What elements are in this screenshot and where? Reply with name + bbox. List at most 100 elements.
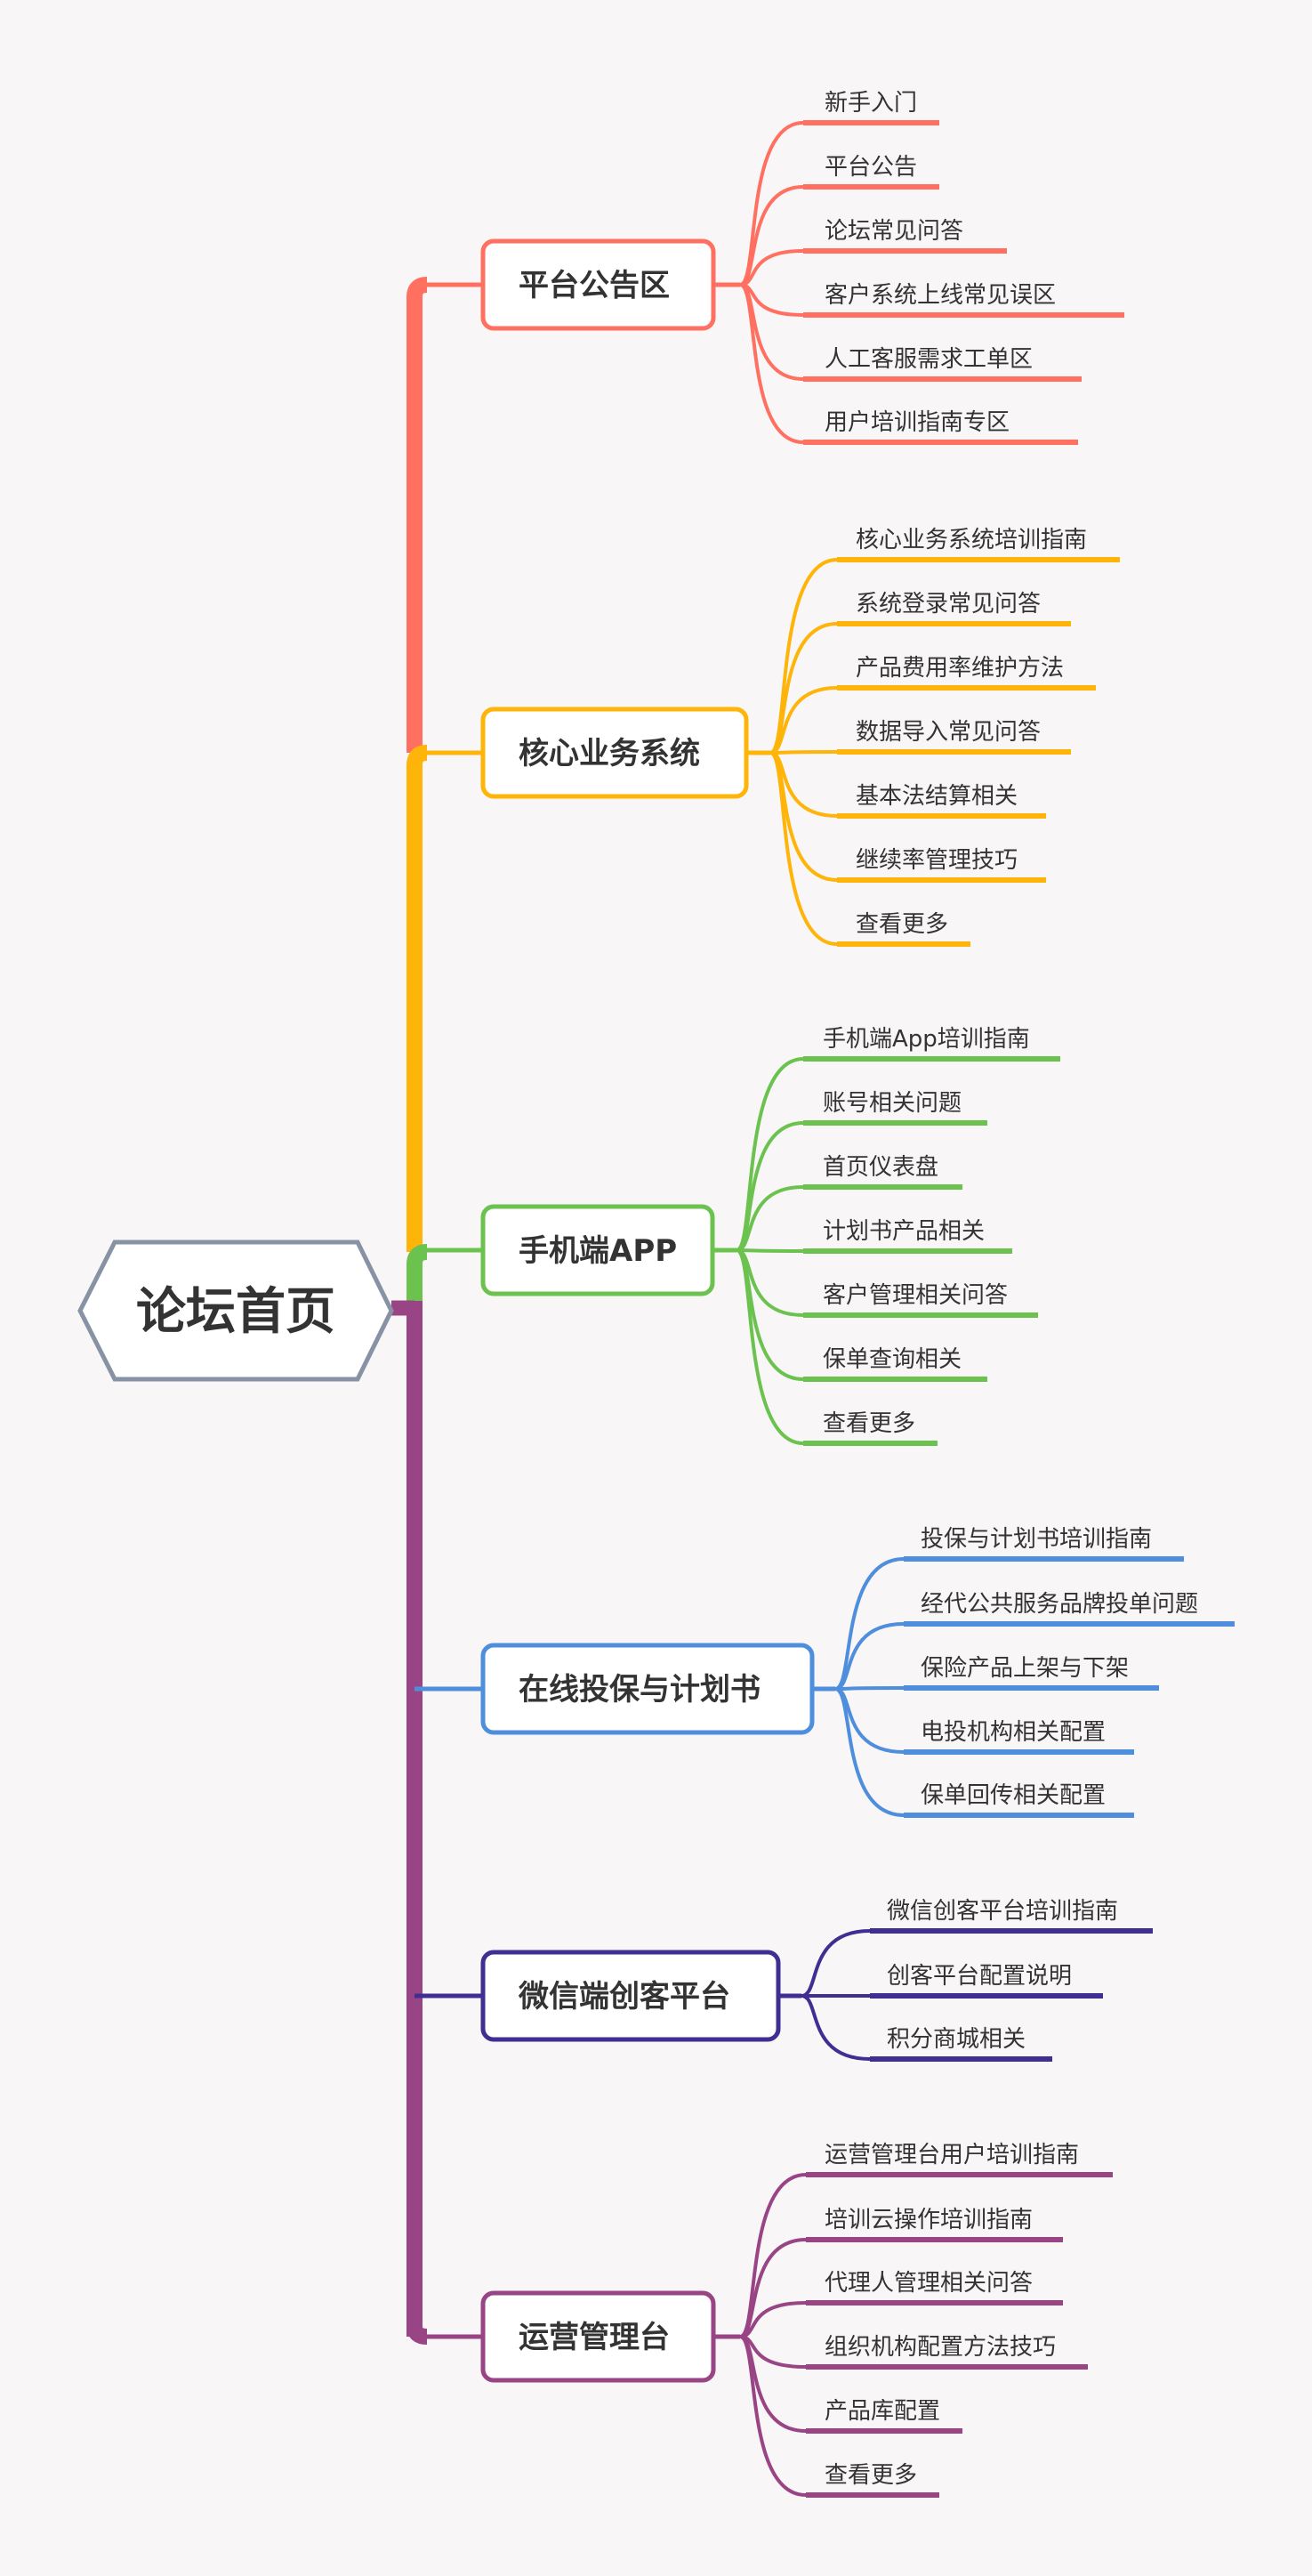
subtopic-curve [834, 1622, 905, 1691]
subtopic-label: 数据导入常见问答 [856, 719, 1041, 746]
trunk-lines [391, 277, 428, 2345]
subtopic-curve [769, 686, 838, 755]
subtopic-curve [834, 1687, 905, 1817]
subtopic-item[interactable]: 产品费用率维护方法 [769, 655, 1096, 755]
subtopic-item[interactable]: 投保与计划书培训指南 [834, 1526, 1184, 1691]
subtopic-label: 查看更多 [825, 2462, 917, 2489]
subtopic-item[interactable]: 创客平台配置说明 [801, 1963, 1103, 1999]
topic-label: 核心业务系统 [519, 736, 700, 771]
subtopic-label: 电投机构相关配置 [921, 1719, 1106, 1746]
subtopic-curve [739, 2335, 807, 2497]
subtopic-item[interactable]: 查看更多 [769, 751, 970, 947]
root-hexagon [77, 1240, 394, 1382]
topic-label: 运营管理台 [519, 2320, 670, 2355]
subtopic-label: 运营管理台用户培训指南 [825, 2142, 1079, 2168]
topic-node[interactable]: 手机端APP [480, 1204, 715, 1296]
subtopic-item[interactable]: 电投机构相关配置 [834, 1687, 1134, 1755]
subtopic-label: 组织机构配置方法技巧 [825, 2334, 1056, 2361]
topic-label: 手机端APP [519, 1233, 677, 1269]
topic-box [480, 1204, 715, 1296]
subtopic-curve [736, 1248, 804, 1253]
subtopic-label: 经代公共服务品牌投单问题 [921, 1591, 1198, 1618]
subtopic-curve [769, 751, 838, 946]
subtopic-item[interactable]: 首页仪表盘 [736, 1154, 962, 1252]
subtopic-label: 平台公告 [825, 154, 917, 181]
subtopic-item[interactable]: 微信创客平台培训指南 [801, 1898, 1153, 1998]
subtopic-label: 人工客服需求工单区 [825, 346, 1033, 373]
trunk-segment [406, 745, 428, 1252]
subtopic-label: 积分商城相关 [887, 2026, 1026, 2053]
subtopic-item[interactable]: 客户系统上线常见误区 [739, 282, 1124, 318]
subtopic-item[interactable]: 核心业务系统培训指南 [769, 527, 1120, 755]
subtopic-item[interactable]: 人工客服需求工单区 [739, 283, 1082, 382]
subtopic-item[interactable]: 继续率管理技巧 [769, 751, 1046, 883]
subtopic-item[interactable]: 保单回传相关配置 [834, 1687, 1134, 1818]
subtopic-curve [834, 1686, 905, 1691]
subtopic-item[interactable]: 保险产品上架与下架 [834, 1655, 1159, 1691]
root-node[interactable]: 论坛首页 [77, 1240, 394, 1382]
topic-node[interactable]: 微信端创客平台 [480, 1950, 781, 2042]
subtopic-curve [736, 1185, 804, 1252]
branch-3: 在线投保与计划书 投保与计划书培训指南经代公共服务品牌投单问题保险产品上架与下架电… [415, 1526, 1235, 1818]
subtopic-item[interactable]: 积分商城相关 [801, 1994, 1052, 2062]
topic-box [480, 1950, 781, 2042]
branch-5: 运营管理台 运营管理台用户培训指南培训云操作培训指南代理人管理相关问答组织机构配置… [415, 2142, 1113, 2498]
branch-1: 核心业务系统 核心业务系统培训指南系统登录常见问答产品费用率维护方法数据导入常见问… [415, 527, 1120, 947]
subtopic-label: 首页仪表盘 [823, 1154, 938, 1181]
subtopic-label: 新手入门 [825, 90, 917, 117]
branch-0: 平台公告区 新手入门平台公告论坛常见问答客户系统上线常见误区人工客服需求工单区用户… [415, 90, 1124, 445]
trunk-segment [406, 277, 428, 753]
branches: 平台公告区 新手入门平台公告论坛常见问答客户系统上线常见误区人工客服需求工单区用户… [415, 90, 1235, 2498]
topic-label: 在线投保与计划书 [519, 1672, 761, 1708]
topic-box [480, 1643, 815, 1735]
subtopic-item[interactable]: 计划书产品相关 [736, 1218, 1012, 1254]
trunk-corner [406, 2314, 428, 2345]
subtopic-label: 培训云操作培训指南 [825, 2207, 1033, 2233]
subtopic-item[interactable]: 组织机构配置方法技巧 [739, 2334, 1088, 2370]
subtopic-curve [739, 283, 804, 444]
subtopic-item[interactable]: 手机端App培训指南 [736, 1026, 1060, 1252]
subtopic-label: 系统登录常见问答 [856, 591, 1041, 618]
subtopic-item[interactable]: 用户培训指南专区 [739, 283, 1078, 445]
topic-box [480, 238, 716, 331]
subtopic-label: 客户管理相关问答 [823, 1282, 1008, 1309]
subtopic-item[interactable]: 查看更多 [739, 2335, 939, 2498]
subtopic-item[interactable]: 培训云操作培训指南 [739, 2207, 1063, 2338]
subtopic-item[interactable]: 平台公告 [739, 154, 939, 287]
subtopic-item[interactable]: 客户管理相关问答 [736, 1248, 1038, 1318]
subtopic-label: 查看更多 [823, 1410, 915, 1437]
subtopic-item[interactable]: 经代公共服务品牌投单问题 [834, 1591, 1235, 1691]
subtopic-item[interactable]: 数据导入常见问答 [769, 719, 1071, 755]
subtopic-label: 保险产品上架与下架 [921, 1655, 1129, 1682]
topic-node[interactable]: 运营管理台 [480, 2290, 716, 2383]
subtopic-item[interactable]: 查看更多 [736, 1248, 938, 1446]
subtopic-label: 创客平台配置说明 [887, 1963, 1072, 1990]
subtopic-curve [801, 1994, 871, 2061]
subtopic-label: 继续率管理技巧 [856, 847, 1018, 874]
topic-node[interactable]: 在线投保与计划书 [480, 1643, 815, 1735]
subtopic-item[interactable]: 基本法结算相关 [769, 751, 1046, 819]
subtopic-item[interactable]: 新手入门 [739, 90, 939, 287]
topic-node[interactable]: 平台公告区 [480, 238, 716, 331]
subtopic-label: 基本法结算相关 [856, 783, 1018, 810]
subtopic-item[interactable]: 产品库配置 [739, 2335, 962, 2434]
subtopic-label: 账号相关问题 [823, 1090, 962, 1117]
topic-label: 微信端创客平台 [518, 1979, 730, 2015]
subtopic-curve [739, 2335, 807, 2433]
subtopic-label: 代理人管理相关问答 [825, 2270, 1033, 2297]
subtopic-item[interactable]: 运营管理台用户培训指南 [739, 2142, 1113, 2338]
subtopic-curve [801, 1929, 871, 1998]
subtopic-curve [739, 249, 804, 287]
subtopic-curve [739, 2238, 807, 2338]
subtopic-label: 查看更多 [856, 911, 948, 938]
subtopic-item[interactable]: 代理人管理相关问答 [739, 2270, 1063, 2338]
subtopic-label: 保单查询相关 [823, 1346, 962, 1373]
subtopic-item[interactable]: 论坛常见问答 [739, 218, 1007, 287]
subtopic-label: 产品库配置 [825, 2398, 940, 2425]
branch-2: 手机端APP 手机端App培训指南账号相关问题首页仪表盘计划书产品相关客户管理相关… [415, 1026, 1060, 1446]
subtopic-label: 用户培训指南专区 [825, 409, 1010, 436]
subtopic-label: 论坛常见问答 [825, 218, 963, 245]
topic-node[interactable]: 核心业务系统 [480, 707, 749, 799]
topic-label: 平台公告区 [519, 268, 670, 303]
